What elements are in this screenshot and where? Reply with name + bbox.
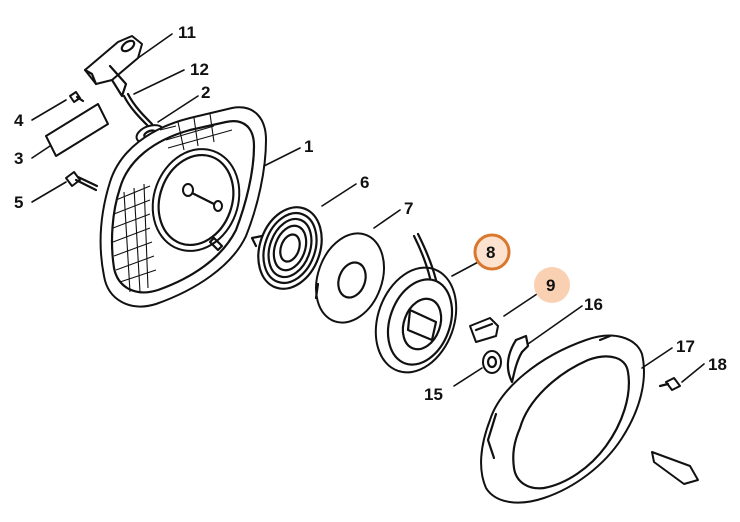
- callout-15: 15: [424, 385, 443, 404]
- callout-3: 3: [14, 149, 23, 168]
- part-4-screw[interactable]: [69, 91, 85, 103]
- housing-grille: [112, 113, 233, 293]
- callout-8-highlight[interactable]: [473, 233, 511, 271]
- callout-5: 5: [14, 193, 23, 212]
- part-11-starter-grip[interactable]: [83, 35, 143, 98]
- part-15-washer[interactable]: [482, 350, 502, 374]
- part-1-fan-housing[interactable]: [99, 106, 267, 308]
- part-16-spring-clip[interactable]: [506, 334, 530, 384]
- part-6-rewind-spring[interactable]: [247, 198, 332, 297]
- callout-7: 7: [404, 199, 413, 218]
- callout-1: 1: [304, 137, 313, 156]
- callout-4: 4: [14, 111, 24, 130]
- callout-9: 9: [546, 276, 555, 295]
- callout-labels: 11 12 2 4 3 5 1 6 7 8 9 16 15 17 18: [14, 23, 727, 404]
- callout-9-highlight[interactable]: [534, 267, 570, 303]
- part-7-spring-housing[interactable]: [304, 224, 396, 332]
- callout-11: 11: [178, 23, 196, 42]
- part-12-starter-rope[interactable]: [122, 92, 154, 128]
- callout-16: 16: [584, 295, 603, 314]
- callout-6: 6: [360, 173, 369, 192]
- callout-8: 8: [486, 243, 495, 262]
- callout-12: 12: [190, 60, 209, 79]
- part-9-pawl[interactable]: [469, 317, 499, 343]
- part-17-fan-cover[interactable]: [480, 334, 645, 504]
- part-3-plate[interactable]: [45, 103, 109, 157]
- rope-end: [651, 451, 699, 485]
- part-5-screw[interactable]: [65, 171, 99, 192]
- callout-17: 17: [676, 337, 695, 356]
- part-8-rope-rotor[interactable]: [362, 232, 470, 384]
- callout-18: 18: [708, 355, 727, 374]
- callout-2: 2: [201, 83, 210, 102]
- part-18-screw[interactable]: [658, 377, 681, 391]
